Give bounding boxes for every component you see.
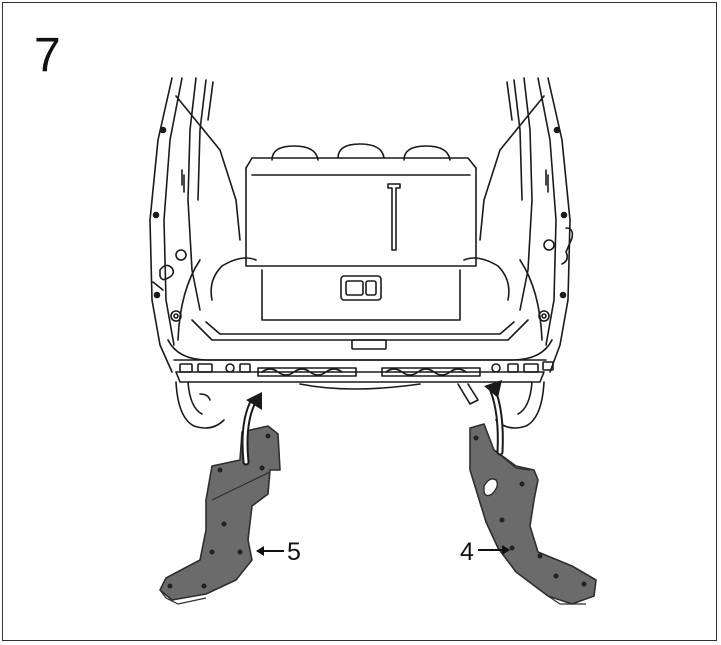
- rear-wheels: [175, 381, 545, 429]
- callout-pointer-right: [478, 545, 510, 555]
- rear-seat: [245, 143, 477, 321]
- callout-pointer-left: [256, 546, 284, 556]
- step-number: 7: [34, 29, 61, 82]
- callout-number-5: 5: [287, 538, 301, 566]
- insert-arrow-right: [484, 380, 504, 456]
- left-open-door: [149, 77, 214, 373]
- vehicle-rear: [149, 77, 574, 429]
- left-bracket: [159, 425, 281, 605]
- right-open-door: [506, 77, 574, 373]
- rear-bumper: [167, 310, 554, 383]
- right-bracket: [469, 423, 597, 605]
- callout-number-4: 4: [460, 538, 474, 566]
- insert-arrow-left: [241, 392, 262, 466]
